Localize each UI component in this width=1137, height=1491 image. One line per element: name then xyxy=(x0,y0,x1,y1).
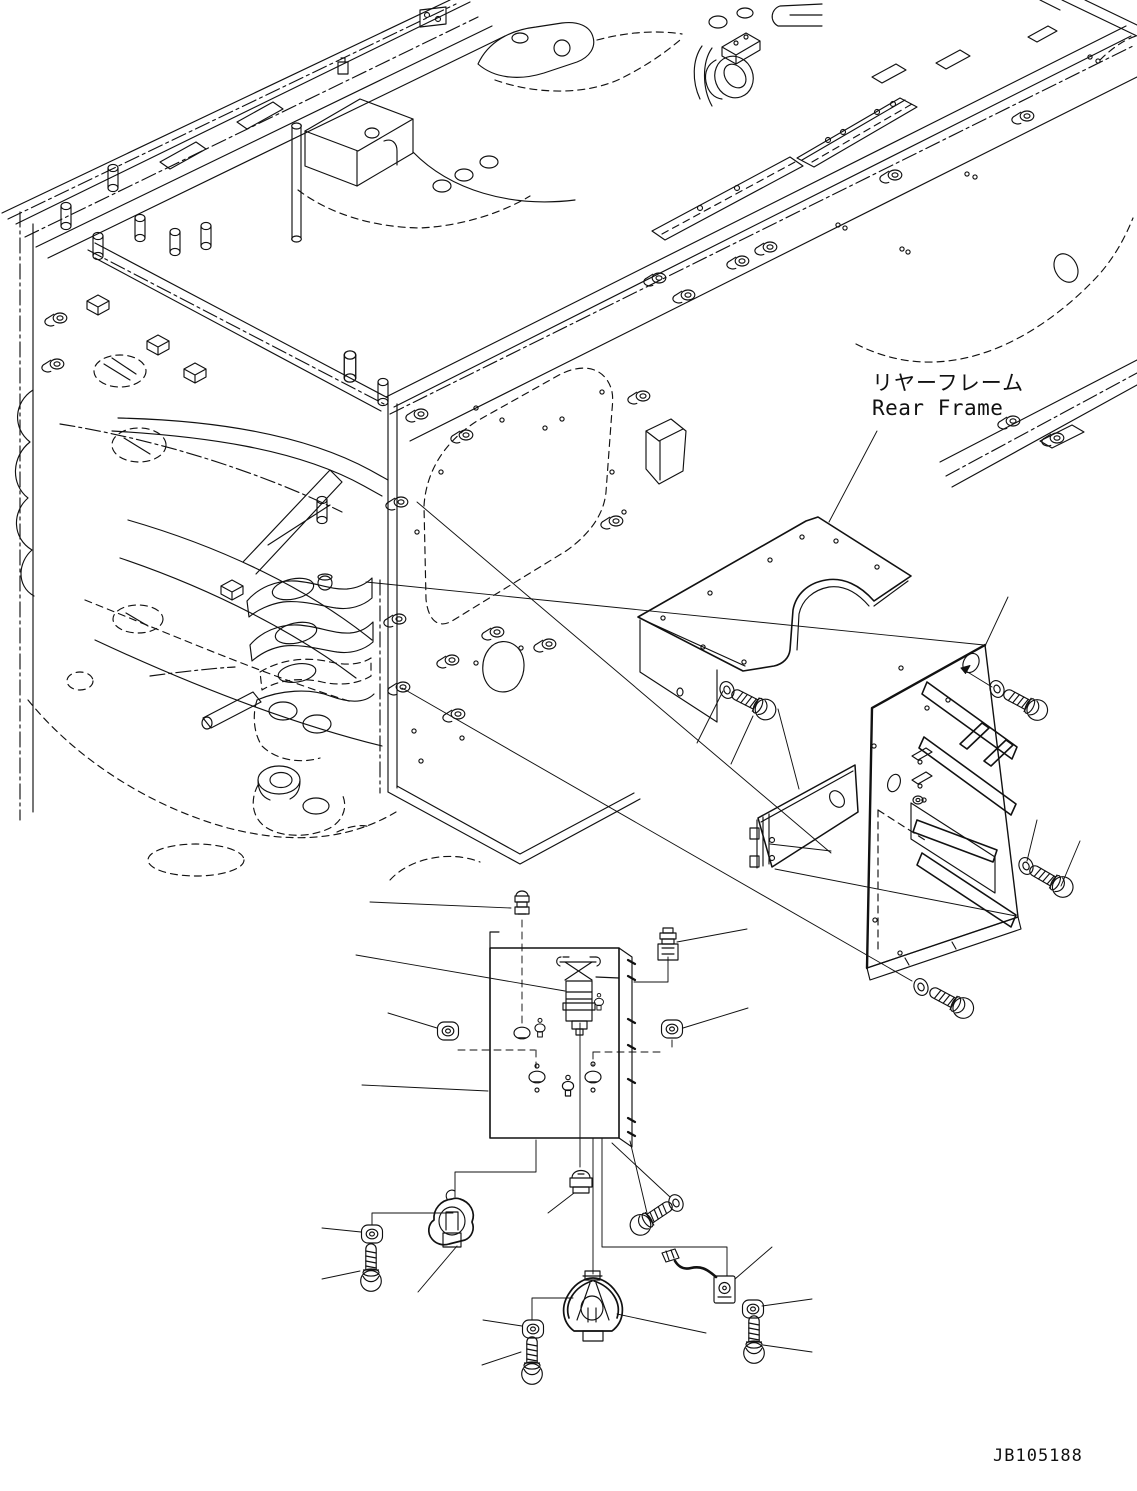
cap-nut xyxy=(521,1319,545,1339)
small-sensor xyxy=(514,890,530,915)
cap-nut xyxy=(741,1299,765,1319)
grommet xyxy=(584,1070,602,1084)
hex-bolt xyxy=(360,1243,382,1292)
plug-valve xyxy=(594,992,604,1011)
frame-pivot-bracket xyxy=(477,3,823,107)
frame-left-face xyxy=(14,122,389,821)
frame-upper-block xyxy=(297,98,576,229)
grommet xyxy=(528,1070,546,1084)
washer xyxy=(910,975,932,999)
hex-bolt xyxy=(924,980,978,1023)
washer xyxy=(717,679,737,701)
cap-nut xyxy=(436,1021,460,1041)
grommet xyxy=(513,1026,531,1040)
bracket-plate-part xyxy=(637,516,912,724)
hex-bolt xyxy=(625,1194,678,1240)
cover-plate-part xyxy=(749,764,859,869)
breather-fitting xyxy=(657,927,679,961)
hex-bolt xyxy=(521,1336,543,1385)
hitch-clevis xyxy=(27,354,481,881)
plug-valve xyxy=(561,1074,575,1097)
frame-top-rails xyxy=(1,0,506,259)
rear-frame-wireframe xyxy=(1,0,1137,881)
drawing-number: JB105188 xyxy=(993,1446,1083,1466)
frame-right-face xyxy=(379,367,687,865)
frame-top-right xyxy=(385,0,1137,488)
relay-component xyxy=(556,956,620,1036)
mounting-panel-part xyxy=(865,643,1078,1023)
pressure-sender xyxy=(569,1169,593,1194)
hex-bolt xyxy=(998,682,1052,725)
hex-bolt xyxy=(743,1315,765,1364)
hex-bolt xyxy=(727,682,780,724)
rear-frame-label-jp: リヤーフレーム xyxy=(872,371,1024,395)
rear-frame-label-en: Rear Frame xyxy=(872,396,1003,420)
horn-small xyxy=(428,1189,475,1248)
plug-valve xyxy=(534,1017,546,1038)
cap-nut xyxy=(660,1019,684,1039)
frame-cross-members xyxy=(59,417,389,747)
washer xyxy=(665,1191,687,1215)
electrical-components xyxy=(360,1169,765,1385)
horn-large xyxy=(562,1270,624,1342)
component-panel-part xyxy=(436,890,684,1148)
wiring-connector xyxy=(661,1248,736,1304)
cap-nut xyxy=(360,1224,384,1244)
